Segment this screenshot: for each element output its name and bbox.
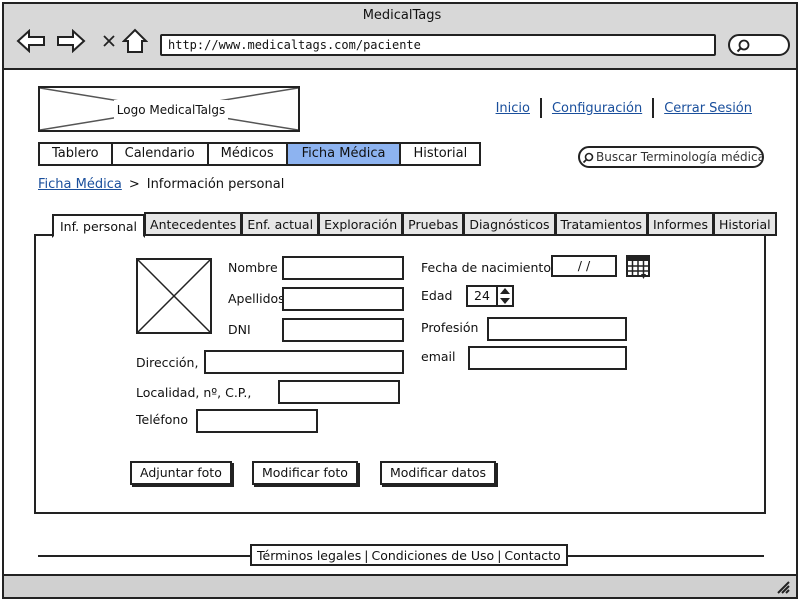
link-cerrar-sesion[interactable]: Cerrar Sesión bbox=[664, 100, 752, 116]
menu-item-calendario[interactable]: Calendario bbox=[112, 144, 209, 164]
input-localidad[interactable] bbox=[278, 380, 400, 404]
tab-pruebas[interactable]: Pruebas bbox=[402, 212, 465, 236]
label-email: email bbox=[421, 349, 456, 364]
input-dni[interactable] bbox=[282, 318, 404, 342]
input-profesion[interactable] bbox=[487, 317, 627, 341]
label-apellidos: Apellidos bbox=[228, 291, 285, 306]
link-separator bbox=[652, 98, 655, 118]
label-nombre: Nombre bbox=[228, 260, 278, 275]
breadcrumb-separator: > bbox=[128, 177, 140, 192]
breadcrumb: Ficha Médica > Información personal bbox=[38, 177, 284, 192]
label-telefono: Teléfono bbox=[136, 412, 188, 427]
label-profesion: Profesión bbox=[421, 320, 479, 335]
modificar-datos-button[interactable]: Modificar datos bbox=[380, 461, 497, 485]
tab-exploracion[interactable]: Exploración bbox=[318, 212, 404, 236]
url-bar[interactable]: http://www.medicaltags.com/paciente bbox=[160, 34, 716, 56]
footer-link-condiciones[interactable]: Condiciones de Uso bbox=[371, 547, 495, 563]
footer-separator: | bbox=[364, 547, 369, 563]
menu-item-medicos[interactable]: Médicos bbox=[208, 144, 288, 164]
window-title: MedicalTags bbox=[362, 8, 442, 23]
tab-antecedentes[interactable]: Antecedentes bbox=[144, 212, 243, 236]
menu-item-historial[interactable]: Historial bbox=[401, 144, 480, 164]
breadcrumb-current: Información personal bbox=[146, 177, 285, 192]
link-configuracion[interactable]: Configuración bbox=[551, 100, 643, 116]
edad-stepper[interactable]: 24 bbox=[466, 285, 514, 307]
logo-label: Logo MedicalTalgs bbox=[114, 100, 228, 120]
input-nombre[interactable] bbox=[282, 256, 404, 280]
adjuntar-foto-button[interactable]: Adjuntar foto bbox=[130, 461, 232, 485]
status-bar bbox=[2, 574, 798, 599]
link-inicio[interactable]: Inicio bbox=[495, 100, 530, 116]
tab-diagnosticos[interactable]: Diagnósticos bbox=[463, 212, 556, 236]
browser-search[interactable] bbox=[728, 34, 790, 56]
calendar-icon[interactable] bbox=[626, 254, 652, 284]
photo-placeholder bbox=[136, 258, 212, 334]
search-icon bbox=[736, 39, 752, 57]
logo-placeholder: Logo MedicalTalgs bbox=[38, 86, 300, 132]
menu-item-tablero[interactable]: Tablero bbox=[40, 144, 113, 164]
input-apellidos[interactable] bbox=[282, 287, 404, 311]
menu-item-ficha-medica[interactable]: Ficha Médica bbox=[287, 144, 402, 164]
label-dni: DNI bbox=[228, 322, 251, 337]
tab-inf-personal[interactable]: Inf. personal bbox=[52, 214, 146, 238]
link-separator bbox=[539, 98, 542, 118]
main-menu: Tablero Calendario Médicos Ficha Médica … bbox=[38, 142, 482, 166]
tab-bar: Inf. personal Antecedentes Enf. actual E… bbox=[52, 210, 777, 238]
header-links: Inicio Configuración Cerrar Sesión bbox=[486, 98, 762, 118]
modificar-foto-button[interactable]: Modificar foto bbox=[252, 461, 358, 485]
terminology-search-input[interactable]: Buscar Terminología médica bbox=[578, 146, 764, 168]
tab-tratamientos[interactable]: Tratamientos bbox=[554, 212, 648, 236]
search-placeholder: Buscar Terminología médica bbox=[596, 150, 764, 164]
label-edad: Edad bbox=[421, 288, 453, 303]
home-icon[interactable] bbox=[120, 26, 150, 56]
forward-arrow-icon[interactable] bbox=[56, 26, 86, 56]
search-icon bbox=[582, 151, 594, 166]
footer-link-terminos[interactable]: Términos legales bbox=[257, 547, 362, 563]
close-icon[interactable] bbox=[94, 26, 124, 56]
label-localidad: Localidad, nº, C.P., bbox=[136, 385, 252, 400]
label-fecha-nacimiento: Fecha de nacimiento bbox=[421, 260, 551, 275]
input-direccion[interactable] bbox=[204, 350, 404, 374]
edad-value: 24 bbox=[474, 288, 490, 303]
footer-separator: | bbox=[497, 547, 502, 563]
breadcrumb-parent[interactable]: Ficha Médica bbox=[38, 177, 122, 192]
label-direccion: Dirección, bbox=[136, 355, 199, 370]
footer-link-contacto[interactable]: Contacto bbox=[504, 547, 561, 563]
tab-informes[interactable]: Informes bbox=[647, 212, 714, 236]
back-arrow-icon[interactable] bbox=[16, 26, 46, 56]
browser-chrome: MedicalTags http://www.medicaltags.com/p… bbox=[2, 2, 798, 70]
input-telefono[interactable] bbox=[196, 409, 318, 433]
input-email[interactable] bbox=[468, 346, 627, 370]
tab-enf-actual[interactable]: Enf. actual bbox=[241, 212, 320, 236]
tab-historial[interactable]: Historial bbox=[712, 212, 777, 236]
footer-links: Términos legales | Condiciones de Uso | … bbox=[250, 544, 568, 566]
resize-grip-icon[interactable] bbox=[776, 580, 790, 598]
input-fecha-nacimiento[interactable]: / / bbox=[551, 255, 617, 277]
stepper-arrows-icon[interactable] bbox=[496, 287, 512, 305]
